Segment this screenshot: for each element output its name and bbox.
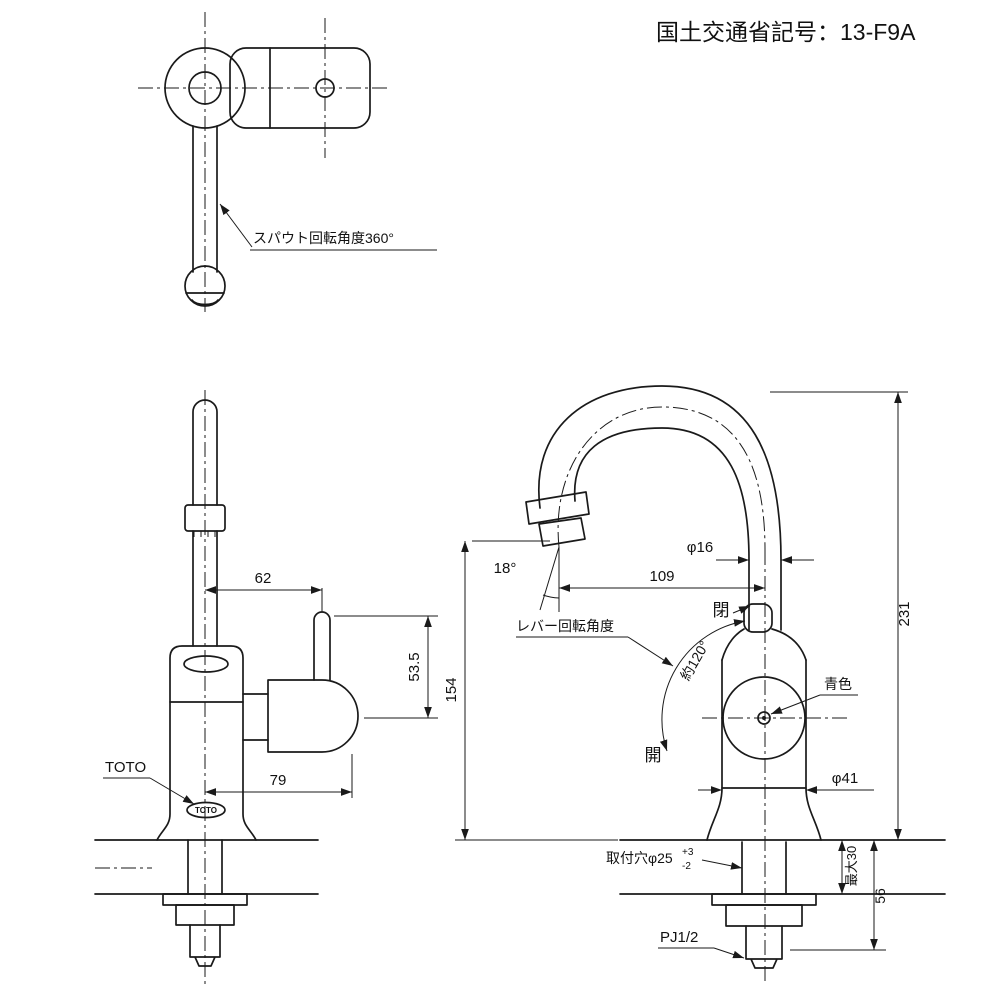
spout-plan-tip-detail (185, 292, 225, 306)
counter-front (94, 839, 319, 895)
spout-nozzle-tip (538, 517, 586, 547)
dim-53-5: 53.5 (406, 652, 423, 681)
handle-body-front (267, 679, 359, 753)
toto-logo-text: TOTO (195, 806, 217, 815)
pivot-index-ring (757, 711, 771, 725)
lever-angle: 約120° (677, 638, 712, 683)
aerator-front (184, 504, 226, 532)
dim-max30: 最大30 (844, 846, 859, 886)
label-blue: 青色 (824, 676, 852, 692)
top-view: スパウト回転角度360° (138, 12, 437, 312)
nut-side (725, 904, 803, 927)
handle-neck-front (242, 693, 269, 741)
mounting-tol-upper: +3 (682, 847, 694, 858)
nut-front (175, 904, 235, 926)
dim-154-ext (455, 540, 618, 841)
shank-side (741, 841, 787, 895)
aerator-mesh (193, 531, 216, 537)
spout-pipe-front (192, 399, 218, 647)
swivel-outer-circle (164, 47, 246, 129)
spout-rotation-label: スパウト回転角度360° (253, 230, 394, 246)
spout-plan-arm (192, 125, 218, 273)
dim-154: 154 (443, 677, 460, 702)
dim-phi41: φ41 (832, 770, 858, 787)
body-dome (721, 628, 807, 661)
label-close: 閉 (713, 601, 730, 620)
dim-56: 56 (872, 888, 888, 904)
thread-front (189, 924, 221, 967)
angle-18-lines (539, 546, 560, 611)
dim-109: 109 (649, 568, 674, 585)
dim-phi16: φ16 (687, 539, 713, 556)
thread-label: PJ1/2 (660, 929, 698, 946)
dim-79: 79 (270, 772, 287, 789)
spout-rotation-leader (219, 203, 253, 248)
body-front-cap (169, 645, 244, 703)
flange-side (711, 893, 817, 906)
handle-plan-circle (315, 78, 335, 98)
pivot-index-dot (762, 716, 766, 720)
lever-rotation-arc (659, 619, 746, 752)
mounting-hole-label: 取付穴φ25 (606, 850, 673, 866)
close-leader (732, 605, 751, 614)
body-plan-outline (229, 47, 371, 129)
handle-lever-front (313, 611, 331, 681)
brand-leader (149, 777, 195, 805)
toto-logo-ellipse (186, 801, 226, 819)
side-view-centerlines (557, 406, 848, 985)
counter-side (619, 839, 946, 895)
lever-rotation-label: レバー回転角度 (516, 618, 614, 634)
lever-knob (743, 603, 773, 633)
shank-front (187, 839, 223, 895)
lever-rotation-leader (627, 636, 674, 667)
top-view-centerlines (138, 12, 388, 312)
spout-nozzle-collar (525, 491, 590, 525)
thread-side (745, 925, 783, 969)
label-open: 開 (645, 746, 662, 765)
brand-label: TOTO (105, 759, 146, 776)
body-base (706, 787, 822, 841)
swivel-inner-circle (188, 71, 222, 105)
dim-62: 62 (255, 570, 272, 587)
spout-inner-curve (573, 427, 750, 631)
side-view: φ16 109 18° 154 231 閉 約120° 開 レバー回転角度 青色… (443, 385, 946, 985)
dim-18deg: 18° (494, 560, 517, 577)
front-view: TOTO 62 53.5 79 TOTO (94, 390, 438, 985)
spout-outer-curve (538, 385, 782, 631)
dim-231: 231 (896, 601, 913, 626)
body-front-sides (156, 701, 257, 841)
front-view-centerlines (95, 390, 206, 985)
mounting-hole-leader (701, 859, 743, 870)
blue-leader (770, 694, 821, 715)
mounting-tol-lower: -2 (682, 861, 691, 872)
approval-code: 国土交通省記号：13-F9A (656, 19, 916, 45)
spout-plan-tip (184, 265, 226, 307)
thread-leader (713, 947, 745, 959)
dim-53-5-ext (334, 615, 438, 719)
body-front-cap-detail (183, 655, 229, 673)
